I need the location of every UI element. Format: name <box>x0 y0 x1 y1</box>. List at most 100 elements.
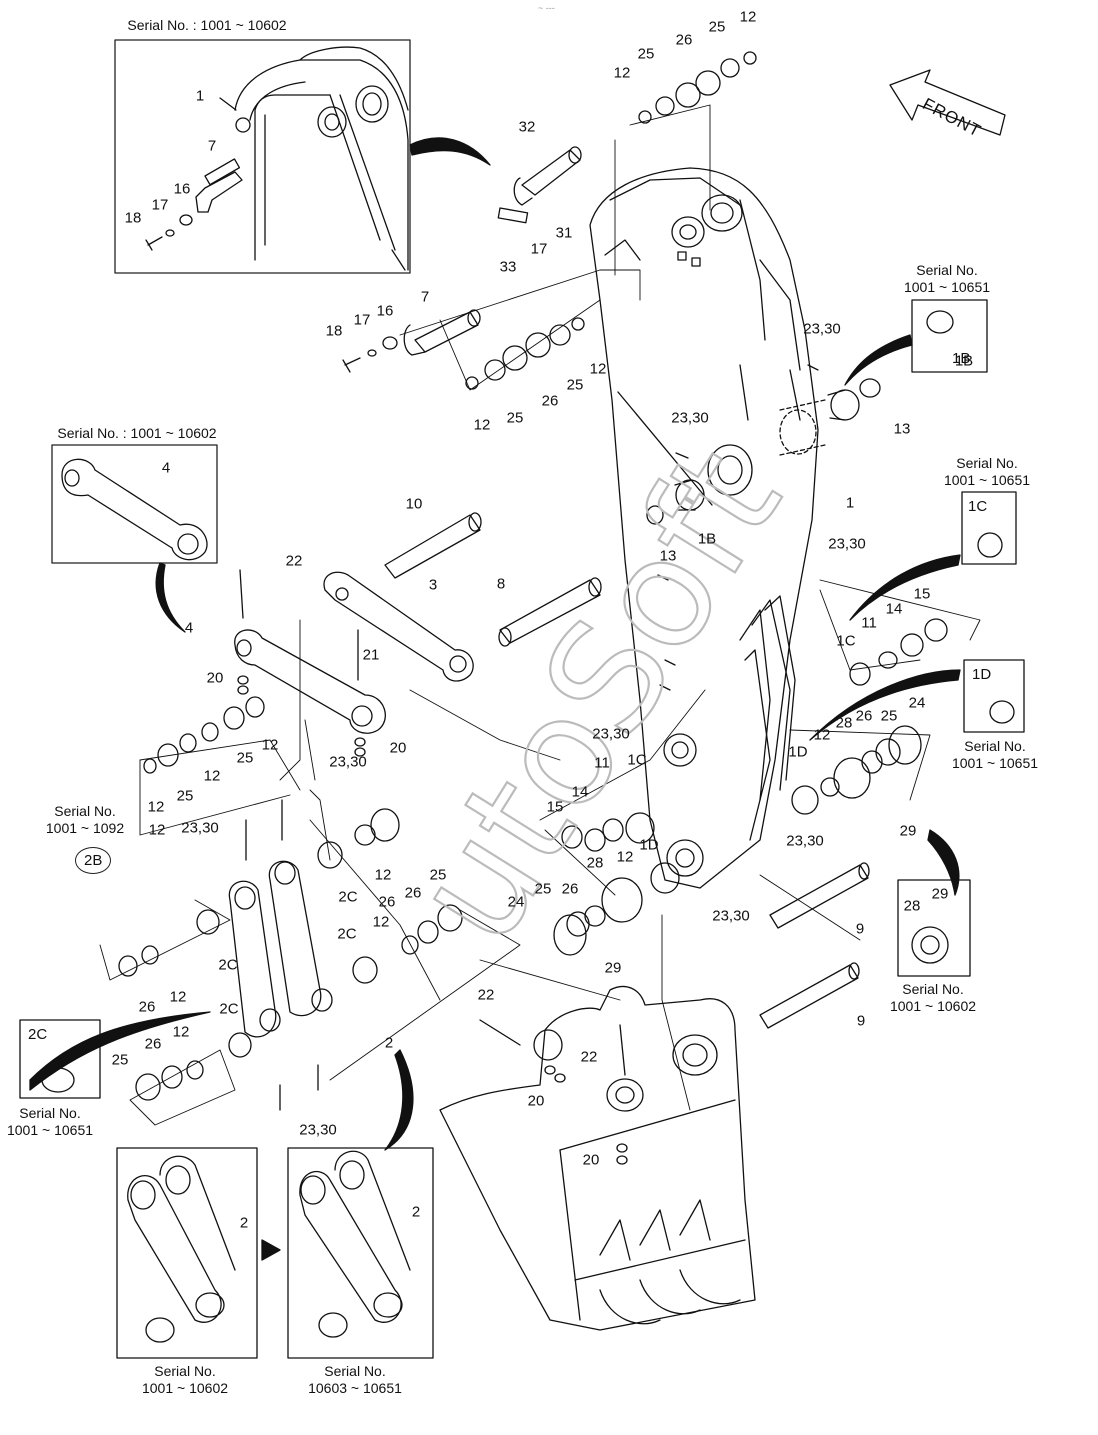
callout-4: 4 <box>184 619 194 637</box>
callout-18: 18 <box>325 322 343 340</box>
callout-8: 8 <box>496 575 506 593</box>
arrow-right-triangle <box>261 1239 281 1261</box>
callout-2C: 2C <box>219 1000 239 1018</box>
callout-20: 20 <box>206 669 224 687</box>
box-label-1b: 1B <box>952 350 971 367</box>
callout-22: 22 <box>580 1048 598 1066</box>
callout-7: 7 <box>207 137 217 155</box>
serial-1d: Serial No.1001 ~ 10651 <box>951 738 1039 771</box>
callout-26: 26 <box>561 880 579 898</box>
serial-link-b: Serial No.10603 ~ 10651 <box>308 1363 402 1396</box>
front-arrow <box>889 69 1006 136</box>
callout-23-30: 23,30 <box>299 1121 337 1139</box>
inset-box-link <box>51 444 218 564</box>
arrow-link-inset <box>155 562 186 633</box>
callout-1: 1 <box>845 494 855 512</box>
bushing-1b <box>646 364 881 525</box>
callout-33: 33 <box>499 258 517 276</box>
callout-11: 11 <box>594 754 610 772</box>
callout-2C: 2C <box>218 956 238 974</box>
link-2-assembly <box>29 799 960 1151</box>
pins-8-10 <box>384 512 602 647</box>
link-4-sketch <box>61 458 208 561</box>
callout-25: 25 <box>708 18 726 36</box>
callout-14: 14 <box>571 783 589 801</box>
box-label-1c: 1C <box>968 498 988 515</box>
callout-23-30: 23,30 <box>828 535 866 553</box>
box-2c <box>19 1019 101 1099</box>
callout-17: 17 <box>353 311 371 329</box>
callout-12: 12 <box>372 913 390 931</box>
callout-26: 26 <box>138 998 156 1016</box>
link-2-sketch-b <box>299 1150 411 1338</box>
callout-29: 29 <box>899 822 917 840</box>
callout-15: 15 <box>913 585 931 603</box>
link-2-sketch-a <box>127 1155 236 1343</box>
inset-box-link-2b <box>287 1147 434 1359</box>
link-4 <box>234 569 386 757</box>
callout-21: 21 <box>362 646 380 664</box>
callout-23-30: 23,30 <box>803 320 841 338</box>
callout-23-30: 23,30 <box>671 409 709 427</box>
serial-link-a: Serial No.1001 ~ 10602 <box>141 1363 229 1396</box>
right-side-parts <box>791 334 961 815</box>
callout-32: 32 <box>518 118 536 136</box>
box-label-2c: 2C <box>28 1026 48 1043</box>
inset-box-arm-top <box>114 39 411 274</box>
callout-25: 25 <box>637 45 655 63</box>
callout-20: 20 <box>527 1092 545 1110</box>
box-1b <box>911 299 988 373</box>
callout-7: 7 <box>420 288 430 306</box>
callout-1B: 1B <box>954 352 974 370</box>
callout-31: 31 <box>555 224 573 242</box>
callout-23-30: 23,30 <box>592 725 630 743</box>
callout-20: 20 <box>389 739 407 757</box>
callout-1C: 1C <box>627 751 647 769</box>
callout-25: 25 <box>111 1051 129 1069</box>
callout-1: 1 <box>195 87 205 105</box>
callout-12: 12 <box>172 1023 190 1041</box>
callout-12: 12 <box>147 798 165 816</box>
callout-12: 12 <box>589 360 607 378</box>
pin-7 <box>342 309 481 373</box>
header-mark: ~ --- <box>538 3 555 13</box>
arm-body <box>589 167 826 889</box>
callout-12: 12 <box>374 866 392 884</box>
callout-12: 12 <box>739 8 757 26</box>
callout-1D: 1D <box>788 743 808 761</box>
callout-2: 2 <box>384 1034 394 1052</box>
callout-22: 22 <box>285 552 303 570</box>
callout-17: 17 <box>151 196 169 214</box>
callout-12: 12 <box>616 848 634 866</box>
box-28-29 <box>897 879 971 977</box>
callout-25: 25 <box>236 749 254 767</box>
callout-26: 26 <box>404 884 422 902</box>
callout-23-30: 23,30 <box>712 907 750 925</box>
callout-16: 16 <box>376 302 394 320</box>
callout-22: 22 <box>477 986 495 1004</box>
callout-26: 26 <box>855 707 873 725</box>
callout-28: 28 <box>903 897 921 915</box>
callout-2C: 2C <box>337 925 357 943</box>
callout-2C: 2C <box>338 888 358 906</box>
washers-left <box>143 696 265 774</box>
serial-link-inset: Serial No. : 1001 ~ 10602 <box>57 425 217 441</box>
callout-12: 12 <box>169 988 187 1006</box>
callout-15: 15 <box>546 798 564 816</box>
inset-box-link-2a <box>116 1147 258 1359</box>
link-3 <box>323 571 474 682</box>
pin-32 <box>497 146 582 224</box>
serial-1b: Serial No.1001 ~ 10651 <box>903 262 991 295</box>
callout-26: 26 <box>541 392 559 410</box>
box-label-2b: 2B <box>75 847 112 874</box>
callout-3: 3 <box>428 576 438 594</box>
callout-1B: 1B <box>697 530 717 548</box>
serial-28-29: Serial No.1001 ~ 10602 <box>889 981 977 1014</box>
callout-25: 25 <box>566 376 584 394</box>
callout-23-30: 23,30 <box>181 819 219 837</box>
callout-29: 29 <box>931 885 949 903</box>
callout-11: 11 <box>861 614 877 632</box>
arm-top-sketch <box>145 46 409 271</box>
callout-24: 24 <box>908 694 926 712</box>
callout-26: 26 <box>144 1035 162 1053</box>
